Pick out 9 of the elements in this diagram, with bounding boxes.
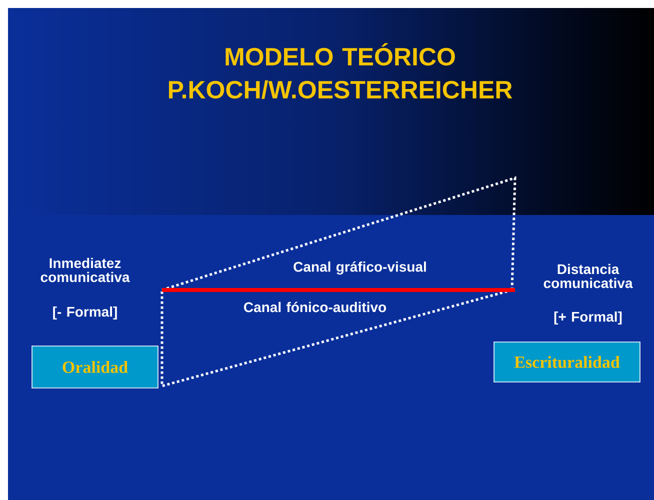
concept-box: Escrituralidad — [494, 342, 640, 382]
concept-box: Oralidad — [32, 346, 158, 388]
register-label: [+ Formal] — [554, 311, 622, 324]
title: MODELO TEÓRICO P.KOCH/W.OESTERREICHER — [168, 43, 512, 99]
register-label: [- Formal] — [53, 306, 117, 320]
channel-label: Canal fónico-auditivo — [244, 302, 386, 312]
channel-label: Canal gráfico-visual — [294, 261, 426, 275]
axis-label: Inmediatez comunicativa — [40, 258, 130, 282]
axis-label: Distancia comunicativa — [544, 264, 633, 288]
